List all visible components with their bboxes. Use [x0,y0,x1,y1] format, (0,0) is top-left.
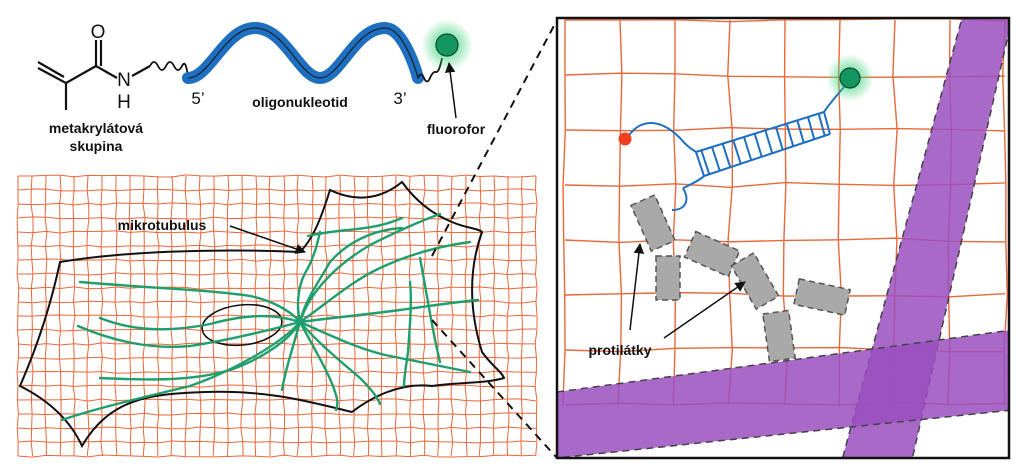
antibodies-label: protilátky [588,342,651,358]
oligonucleotide-ribbon [182,21,424,85]
dna-probe [626,79,851,211]
microtubules [60,212,480,422]
base-pair-rung [785,123,795,147]
gel-grid-line [17,216,537,220]
gel-grid-line [17,272,537,276]
base-pair-rung [732,140,742,165]
gel-grid-line [296,175,300,457]
gel-grid-line [226,175,230,457]
gel-grid-line [17,454,537,458]
base-pair-rung [764,130,774,154]
gel-grid-line [17,174,537,178]
fluorophore-label: fluorofor [427,121,486,137]
gel-grid-line [17,370,537,374]
zoom-fluorophore-icon [839,67,861,89]
gel-grid-line [562,19,567,406]
zoom-panel: protilátky [557,18,1009,458]
gel-grid-line [727,19,734,406]
methacrylate-label-line2: skupina [70,138,123,154]
gel-grid-line [17,314,537,318]
prime-5-label: 5’ [191,89,204,108]
antibodies [629,193,852,363]
gel-grid-line [17,300,537,304]
zoom-connector-top [431,19,558,257]
gel-grid-line [58,175,62,457]
gel-grid-line [17,244,537,248]
gel-grid-line [16,175,20,457]
base-pair-rung [807,116,816,140]
gel-grid-line [282,175,286,457]
atom-h: H [117,92,131,113]
gel-grid-line [17,258,537,262]
gel-grid-line [380,175,384,457]
gel-grid-line [17,342,537,346]
gel-grid-line [17,286,537,290]
gel-grid-line [198,175,202,457]
gel-grid-line [617,19,623,406]
base-pair-rung [817,113,826,137]
gel-grid-line [17,440,537,444]
gel-grid-line [184,175,188,457]
gel-grid-line [464,175,468,457]
cell-membrane [18,180,506,449]
gel-grid-line [17,426,537,430]
gel-grid-line [142,175,146,457]
gel-grid-line [564,72,1006,79]
gel-grid-line [17,398,537,402]
base-pair-rung [743,136,753,161]
gel-grid-line [534,175,538,457]
nucleus [201,303,283,347]
methacrylate-label-line1: metakrylátová [49,120,143,136]
gel-grid-line [436,175,440,457]
gel-grid-line [17,230,537,234]
gel-grid-line [492,175,496,457]
gel-grid-line [156,175,160,457]
gel-grid-line [17,356,537,360]
base-pair-rung [753,133,763,158]
gel-grid-line [324,175,328,457]
gel-grid-line [72,175,76,457]
microtubule-pointer [229,225,306,254]
zoom-panel-frame [555,16,1011,460]
quencher-dot [618,132,632,146]
gel-grid-line [672,19,677,406]
gel-grid-line [17,384,537,388]
gel-grid-line [366,175,370,457]
zoom-connector-bottom [431,319,558,459]
linker-5prime [149,61,189,79]
gel-grid-line [86,175,90,457]
antibody-pointer-2 [663,281,746,339]
microtubule-label: mikrotubulus [118,217,207,233]
gel-grid-line [394,175,398,457]
gel-grid-line [422,175,426,457]
atom-o: O [91,22,106,43]
gel-grid-line [17,202,537,206]
fluorophore-pointer [444,61,457,119]
linker-3prime [417,57,443,83]
gel-grid-line [17,412,537,416]
base-pair-rung [775,126,784,151]
gel-grid-line [520,175,524,457]
methacrylamide-structure [37,40,151,110]
atom-n: N [117,70,131,91]
base-pair-rung [721,143,732,168]
dna-base-pairs [700,113,826,175]
tubulin-bundle-horizontal [557,329,1009,458]
fluorophore-icon [435,33,459,57]
gel-grid-line [17,188,537,192]
antibody-pointer-1 [629,242,645,331]
base-pair-rung [700,150,711,175]
prime-3-label: 3’ [393,89,406,108]
gel-grid-line [170,175,174,457]
gel-grid-line [17,328,537,332]
oligonucleotide-label: oligonukleotid [252,94,348,110]
gel-grid-line [478,175,482,457]
base-pair-rung [711,146,721,172]
base-pair-rung [796,120,805,144]
